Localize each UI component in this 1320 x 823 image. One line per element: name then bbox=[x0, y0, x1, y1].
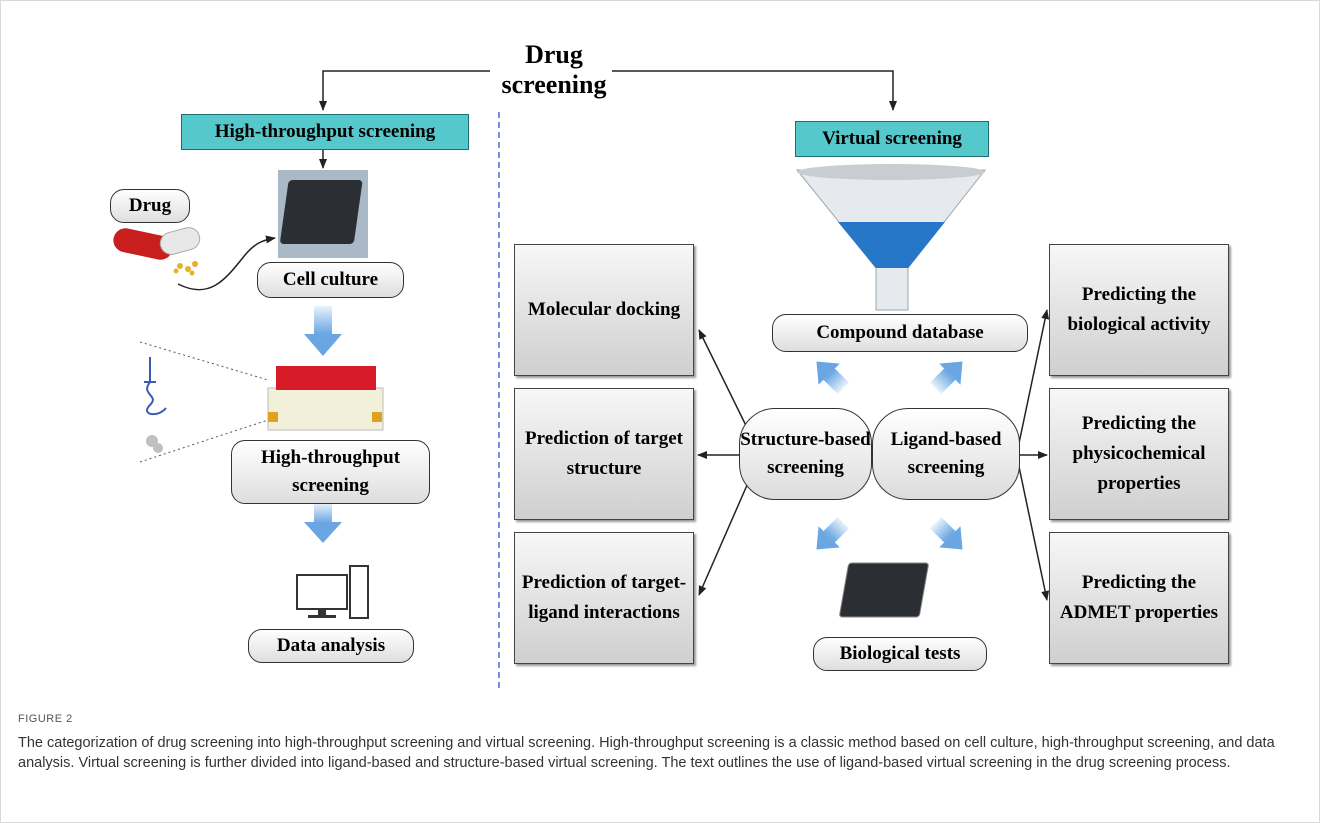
compound-database: Compound database bbox=[772, 314, 1028, 352]
flow-arrow-2 bbox=[304, 503, 342, 543]
test-plate-icon bbox=[839, 562, 929, 618]
drug-to-culture-curve bbox=[177, 235, 276, 291]
connector-to-vs bbox=[612, 70, 897, 111]
arrow-db-to-structure bbox=[816, 361, 849, 394]
pipette-icon bbox=[144, 357, 167, 453]
step-hts: High-throughput screening bbox=[231, 440, 430, 504]
drug-label: Drug bbox=[110, 189, 190, 223]
output-physicochemical: Predicting the physicochemical propertie… bbox=[1049, 388, 1229, 520]
well-plate-icon bbox=[278, 170, 368, 258]
step-data-analysis: Data analysis bbox=[248, 629, 414, 663]
computer-icon bbox=[296, 565, 369, 619]
capsule-icon bbox=[113, 227, 201, 276]
flow-arrow-1 bbox=[304, 306, 342, 356]
funnel-icon bbox=[795, 164, 987, 311]
output-admet: Predicting the ADMET properties bbox=[1049, 532, 1229, 664]
output-target-structure: Prediction of target structure bbox=[514, 388, 694, 520]
structure-based-node: Structure-based screening bbox=[739, 408, 872, 500]
connector-to-hts bbox=[319, 70, 490, 111]
output-biological-activity: Predicting the biological activity bbox=[1049, 244, 1229, 376]
hts-header: High-throughput screening bbox=[181, 114, 469, 150]
figure-caption: FIGURE 2 The categorization of drug scre… bbox=[18, 709, 1308, 773]
arrow-db-to-ligand bbox=[930, 361, 963, 394]
diagram-title: Drug screening bbox=[501, 40, 607, 99]
figure-label: FIGURE 2 bbox=[18, 713, 73, 725]
caption-text: The categorization of drug screening int… bbox=[18, 735, 1275, 771]
step-cell-culture: Cell culture bbox=[257, 262, 404, 298]
vs-header: Virtual screening bbox=[795, 121, 989, 157]
arrow-tests-to-ligand bbox=[930, 517, 963, 550]
ligand-based-node: Ligand-based screening bbox=[872, 408, 1020, 500]
output-target-ligand: Prediction of target-ligand interactions bbox=[514, 532, 694, 664]
output-molecular-docking: Molecular docking bbox=[514, 244, 694, 376]
arrow-tests-to-structure bbox=[816, 517, 849, 550]
biological-tests: Biological tests bbox=[813, 637, 987, 671]
robot-rack-icon bbox=[267, 366, 384, 431]
